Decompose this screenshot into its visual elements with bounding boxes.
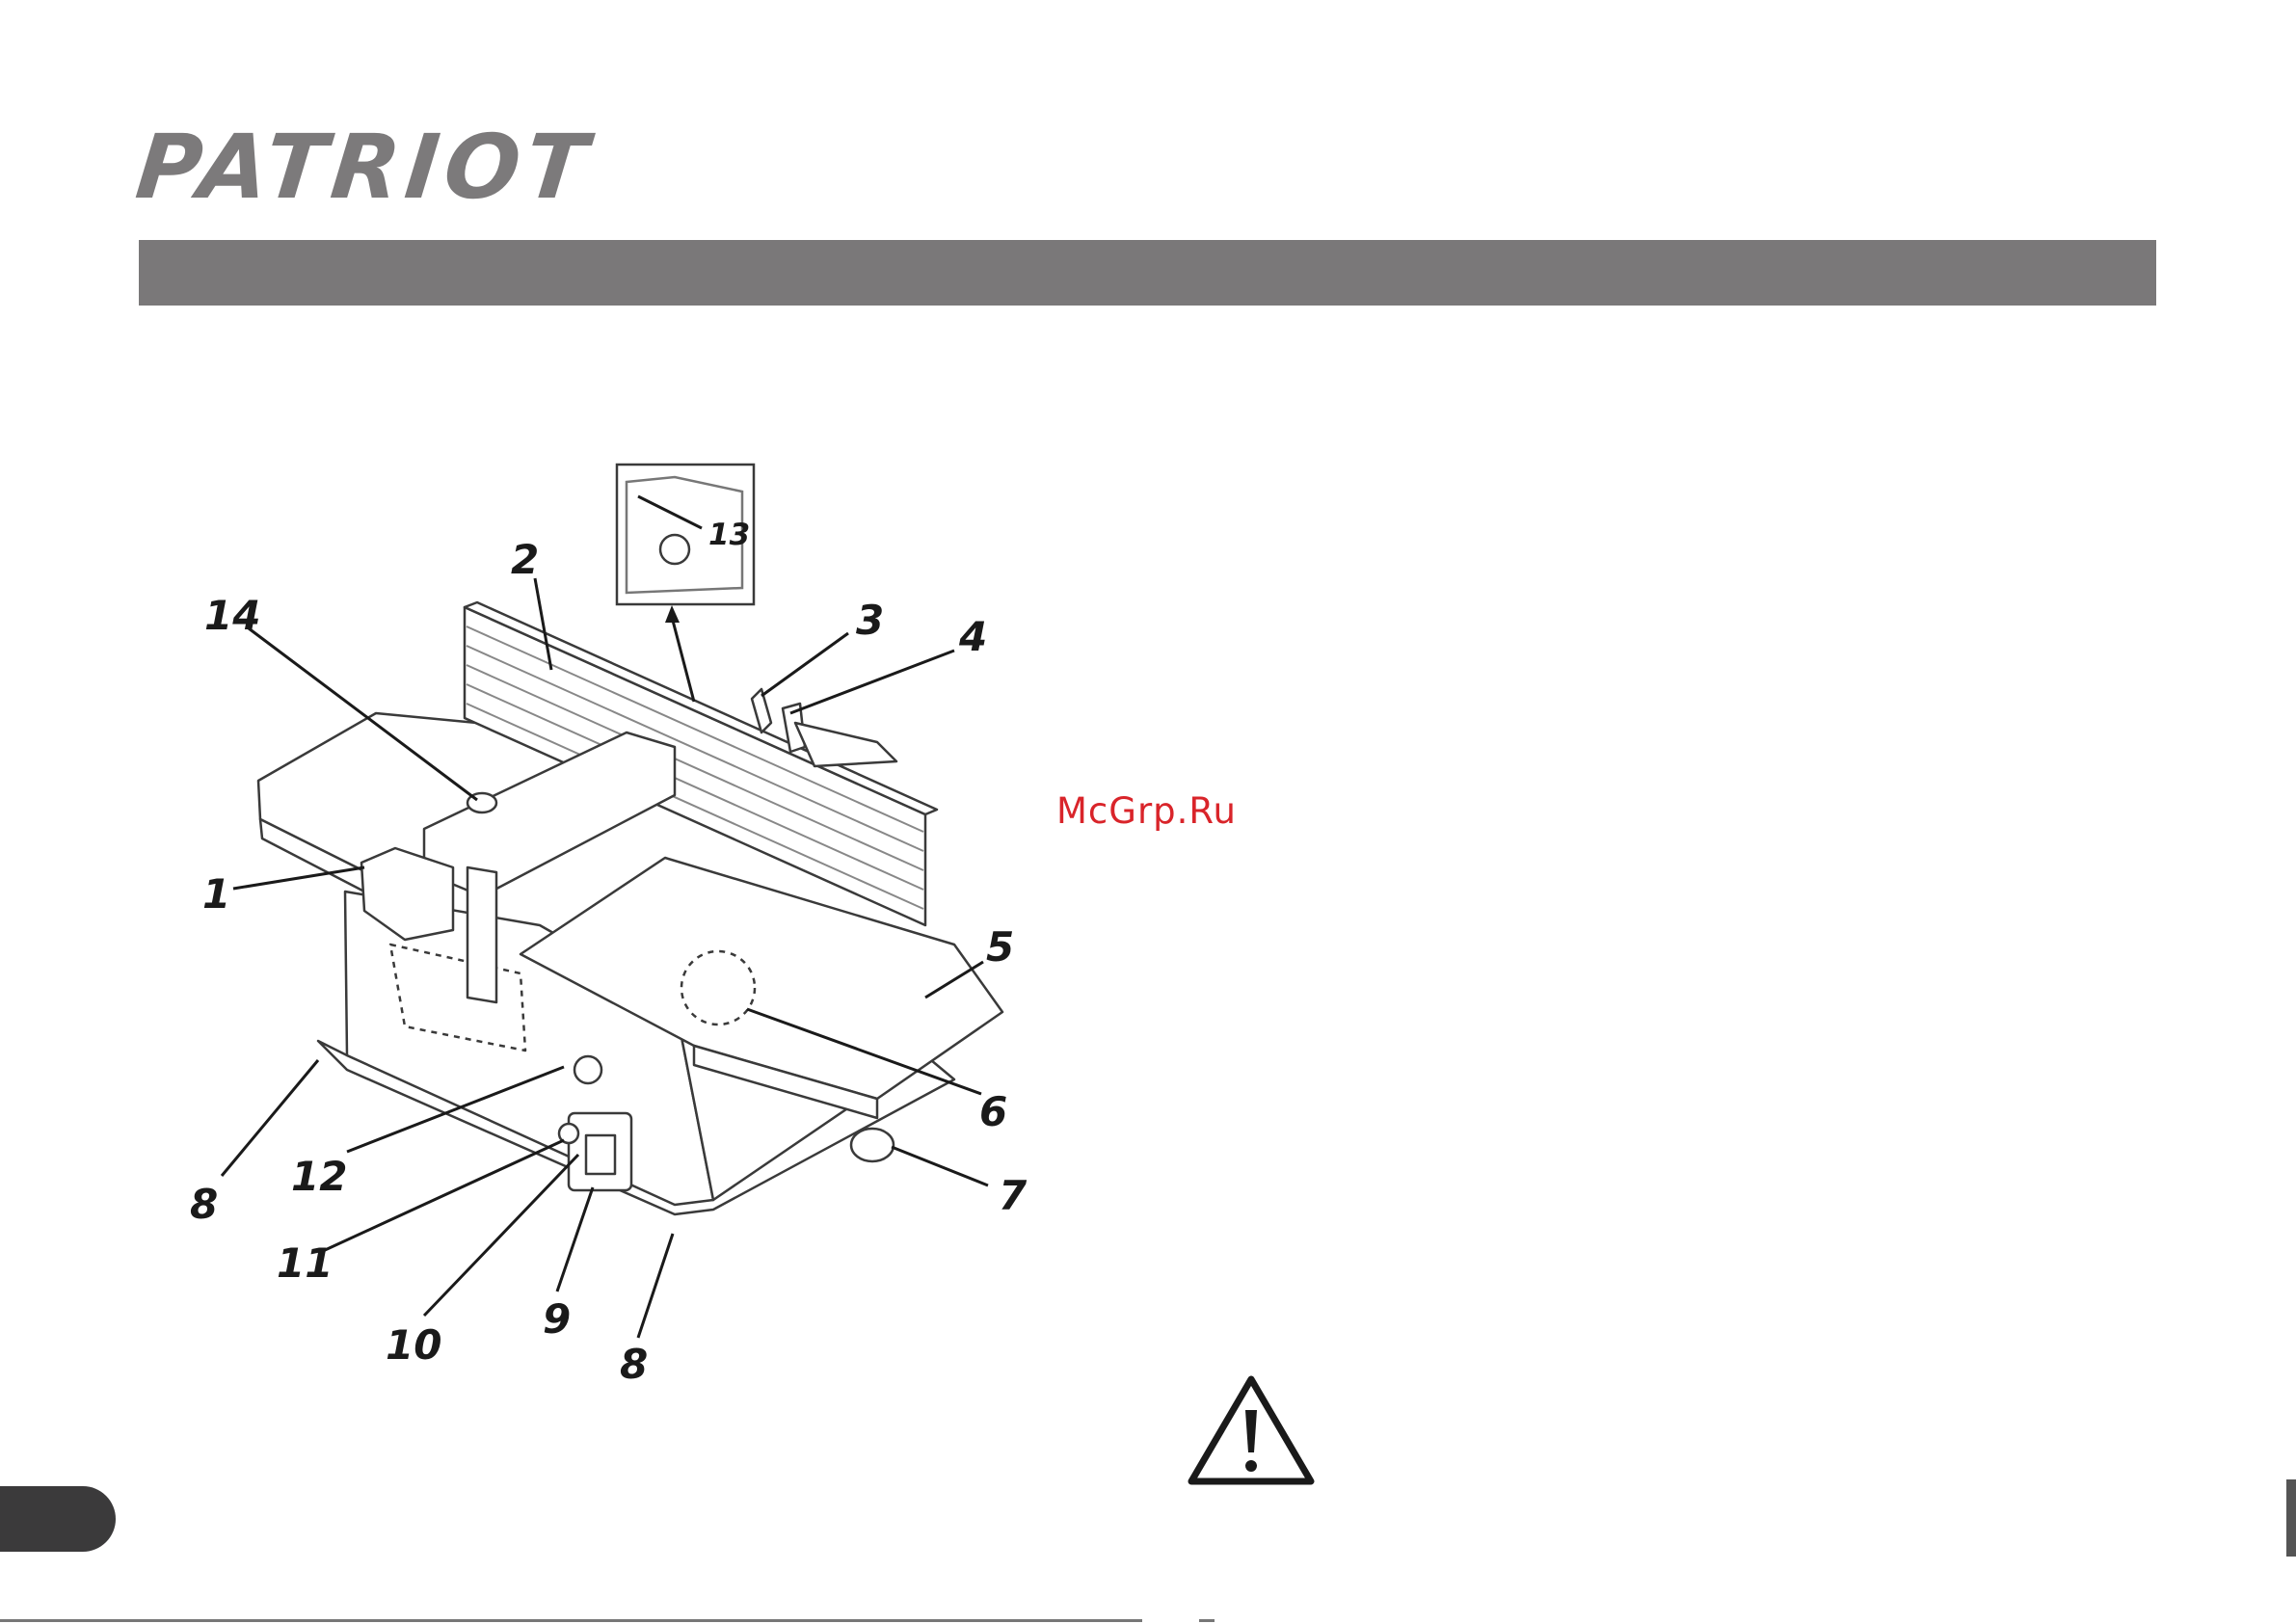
- callout-label: 12: [291, 1153, 347, 1200]
- bottom-mark: [1199, 1619, 1215, 1622]
- leader-3: [761, 633, 848, 696]
- callout-label: 1: [202, 870, 230, 918]
- callout-label: 11: [277, 1239, 333, 1287]
- edge-mark: [2286, 1479, 2296, 1557]
- callout-label: 9: [543, 1295, 571, 1343]
- callout-label: 4: [958, 613, 987, 660]
- page-tab: [0, 1486, 116, 1552]
- bottom-rule: [0, 1619, 1142, 1622]
- leader-9: [557, 1187, 593, 1291]
- callout-label: 8: [190, 1181, 218, 1228]
- callout-label: 5: [986, 923, 1014, 971]
- leader-8b: [638, 1234, 673, 1338]
- leader-7: [892, 1147, 988, 1185]
- callout-label: 2: [511, 536, 539, 583]
- callout-label: 6: [979, 1088, 1007, 1135]
- inset-label: 13: [708, 518, 750, 552]
- warning-triangle-icon: [1186, 1373, 1317, 1489]
- watermark: McGrp.Ru: [1056, 790, 1237, 832]
- callout-label: 8: [620, 1341, 648, 1388]
- callout-label: 10: [386, 1321, 441, 1369]
- callout-label: 3: [856, 597, 884, 644]
- leader-11: [323, 1140, 564, 1251]
- callout-label: 14: [204, 592, 260, 639]
- callout-label: 7: [999, 1172, 1028, 1219]
- leader-4: [790, 651, 954, 713]
- leader-10: [424, 1155, 578, 1316]
